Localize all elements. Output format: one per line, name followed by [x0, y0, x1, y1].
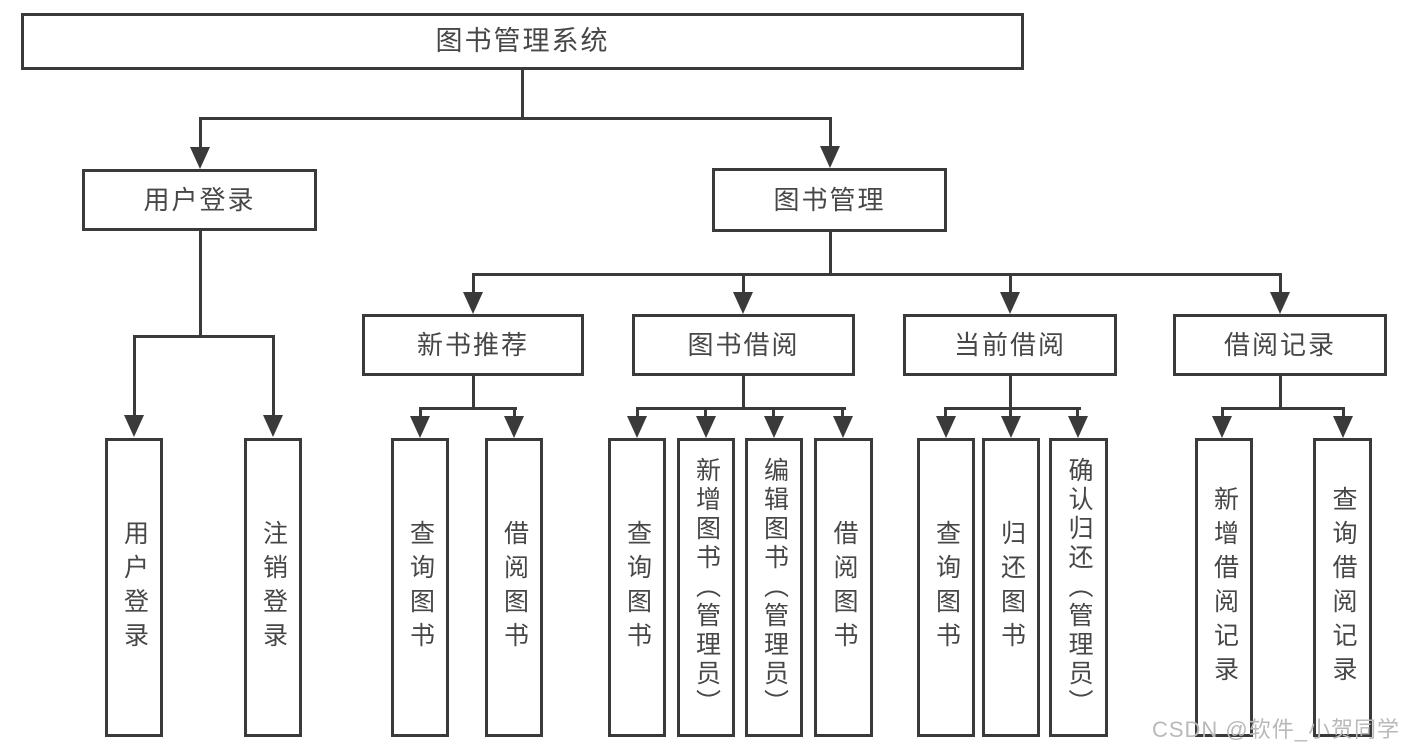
- connector-line: [472, 273, 1282, 276]
- connector-line: [772, 410, 775, 418]
- node-leaf-return-book: 归还图书: [982, 438, 1040, 737]
- connector-line: [841, 410, 844, 418]
- node-root: 图书管理系统: [21, 13, 1024, 70]
- node-label-leaf-query-book-2: 查询图书: [623, 519, 652, 656]
- arrowhead-down-icon: [936, 416, 956, 438]
- node-label-leaf-query-borrow-record: 查询借阅记录: [1329, 485, 1357, 690]
- connector-line: [944, 407, 1081, 410]
- node-leaf-logout: 注销登录: [244, 438, 302, 737]
- node-new-book-recommend: 新书推荐: [362, 314, 584, 376]
- connector-line: [944, 410, 947, 418]
- connector-line: [1221, 410, 1224, 418]
- arrowhead-down-icon: [1212, 416, 1232, 438]
- connector-line: [829, 232, 832, 275]
- connector-line: [1076, 410, 1079, 418]
- node-leaf-add-book: 新增图书（管理员）: [677, 438, 735, 737]
- connector-line: [704, 410, 707, 418]
- arrowhead-down-icon: [1333, 416, 1353, 438]
- connector-line: [419, 407, 517, 410]
- node-label-root: 图书管理系统: [435, 26, 610, 56]
- connector-line: [199, 231, 202, 338]
- connector-line: [419, 410, 422, 418]
- arrowhead-down-icon: [833, 416, 853, 438]
- arrowhead-down-icon: [263, 415, 283, 437]
- node-book-borrow: 图书借阅: [632, 314, 855, 376]
- node-borrow-record: 借阅记录: [1173, 314, 1387, 376]
- node-book-management: 图书管理: [712, 168, 947, 232]
- node-leaf-query-book-1: 查询图书: [391, 438, 449, 737]
- connector-line: [1279, 376, 1282, 409]
- connector-line: [636, 410, 639, 418]
- node-current-borrow: 当前借阅: [903, 314, 1117, 376]
- node-label-new-book-recommend: 新书推荐: [416, 330, 529, 360]
- node-label-leaf-confirm-return: 确认归还（管理员）: [1065, 457, 1093, 718]
- arrowhead-down-icon: [764, 416, 784, 438]
- connector-line: [742, 376, 745, 409]
- connector-line: [1342, 410, 1345, 418]
- node-label-leaf-query-book-1: 查询图书: [406, 519, 435, 656]
- arrowhead-down-icon: [733, 292, 753, 314]
- node-label-leaf-user-login: 用户登录: [120, 519, 149, 656]
- node-label-leaf-borrow-book-1: 借阅图书: [500, 519, 529, 656]
- connector-line: [1279, 276, 1282, 294]
- node-label-book-borrow: 图书借阅: [687, 330, 800, 360]
- node-user-login: 用户登录: [82, 169, 317, 231]
- connector-line: [1221, 407, 1345, 410]
- arrowhead-down-icon: [463, 292, 483, 314]
- arrowhead-down-icon: [190, 147, 210, 169]
- connector-line: [521, 70, 524, 119]
- arrowhead-down-icon: [504, 416, 524, 438]
- connector-line: [513, 410, 516, 418]
- node-leaf-query-book-3: 查询图书: [917, 438, 975, 737]
- node-leaf-query-book-2: 查询图书: [608, 438, 666, 737]
- arrowhead-down-icon: [410, 416, 430, 438]
- node-label-leaf-borrow-book-2: 借阅图书: [830, 519, 858, 656]
- node-label-leaf-query-book-3: 查询图书: [932, 519, 961, 656]
- connector-line: [1009, 376, 1012, 409]
- arrowhead-down-icon: [1000, 292, 1020, 314]
- connector-line: [1009, 276, 1012, 294]
- connector-line: [829, 120, 832, 149]
- node-leaf-edit-book: 编辑图书（管理员）: [745, 438, 803, 737]
- arrowhead-down-icon: [820, 146, 840, 168]
- node-label-leaf-add-borrow-record: 新增借阅记录: [1210, 485, 1239, 690]
- node-label-user-login: 用户登录: [143, 185, 256, 215]
- node-label-leaf-edit-book: 编辑图书（管理员）: [760, 457, 789, 718]
- arrowhead-down-icon: [124, 415, 144, 437]
- node-leaf-query-borrow-record: 查询借阅记录: [1313, 438, 1372, 737]
- connector-line: [1009, 410, 1012, 418]
- node-leaf-confirm-return: 确认归还（管理员）: [1049, 438, 1108, 737]
- connector-line: [133, 338, 136, 418]
- connector-line: [199, 120, 202, 150]
- node-label-book-management: 图书管理: [773, 185, 886, 215]
- node-label-current-borrow: 当前借阅: [953, 330, 1066, 360]
- connector-line: [133, 335, 275, 338]
- connector-line: [199, 117, 832, 120]
- node-label-borrow-record: 借阅记录: [1223, 330, 1336, 360]
- node-leaf-add-borrow-record: 新增借阅记录: [1195, 438, 1253, 737]
- arrowhead-down-icon: [627, 416, 647, 438]
- node-leaf-user-login: 用户登录: [105, 438, 163, 737]
- node-leaf-borrow-book-1: 借阅图书: [485, 438, 543, 737]
- connector-line: [472, 276, 475, 294]
- connector-line: [272, 338, 275, 418]
- arrowhead-down-icon: [1270, 292, 1290, 314]
- node-label-leaf-return-book: 归还图书: [997, 519, 1026, 656]
- node-label-leaf-logout: 注销登录: [259, 519, 288, 656]
- node-leaf-borrow-book-2: 借阅图书: [814, 438, 873, 737]
- connector-line: [636, 407, 846, 410]
- arrowhead-down-icon: [696, 416, 716, 438]
- connector-line: [472, 376, 475, 409]
- arrowhead-down-icon: [1001, 416, 1021, 438]
- csdn-watermark: CSDN @软件_小贺同学: [1151, 717, 1400, 742]
- connector-line: [742, 276, 745, 294]
- node-label-leaf-add-book: 新增图书（管理员）: [692, 457, 721, 718]
- arrowhead-down-icon: [1068, 416, 1088, 438]
